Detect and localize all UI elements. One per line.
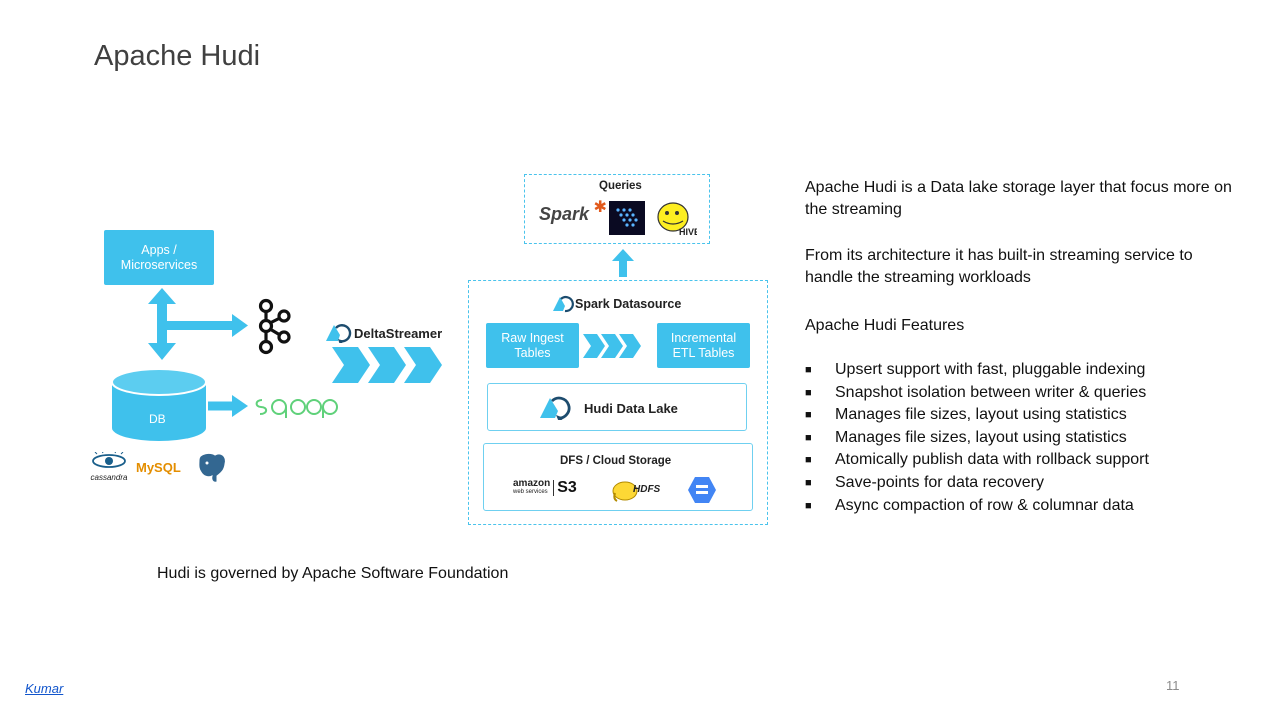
bullet-icon: ■ bbox=[805, 476, 812, 489]
feature-text: Async compaction of row & columnar data bbox=[835, 496, 1134, 514]
slide-title: Apache Hudi bbox=[94, 40, 261, 72]
feature-text: Upsert support with fast, pluggable inde… bbox=[835, 361, 1146, 378]
deltastreamer-chevrons bbox=[332, 347, 442, 383]
sqoop-icon bbox=[255, 399, 338, 418]
sqoop-arrow bbox=[208, 395, 248, 417]
list-item: ■ Async compaction of row & columnar data bbox=[805, 495, 1149, 518]
elephant-icon bbox=[612, 481, 638, 502]
spark-datasource-label: Spark Datasource bbox=[575, 297, 682, 311]
amazon-label: amazon bbox=[513, 478, 551, 489]
mysql-logo: MySQL bbox=[136, 460, 181, 475]
hudi-data-lake-label: Hudi Data Lake bbox=[584, 400, 678, 416]
list-item: ■ Upsert support with fast, pluggable ind… bbox=[805, 359, 1149, 382]
bullet-icon: ■ bbox=[805, 499, 812, 512]
apps-box: Apps / Microservices bbox=[104, 230, 214, 285]
description-para-1: Apache Hudi is a Data lake storage layer… bbox=[805, 179, 1232, 218]
hudi-data-lake-box: Hudi Data Lake bbox=[487, 383, 747, 431]
feature-text: Snapshot isolation between writer & quer… bbox=[835, 383, 1147, 401]
hudi-container: Spark Datasource Raw Ingest Tables Incre… bbox=[468, 280, 768, 525]
cassandra-label: cassandra bbox=[90, 473, 128, 482]
features-heading: Apache Hudi Features bbox=[805, 317, 965, 334]
author-link[interactable]: Kumar bbox=[25, 681, 64, 696]
governance-note: Hudi is governed by Apache Software Foun… bbox=[157, 565, 509, 582]
svg-text:HIVE: HIVE bbox=[679, 227, 697, 237]
bullet-icon: ■ bbox=[805, 364, 812, 376]
deltastreamer-header: DeltaStreamer bbox=[324, 323, 442, 343]
spark-star-icon: ✱ bbox=[593, 199, 607, 216]
feature-text: Save-points for data recovery bbox=[835, 473, 1044, 491]
hudi-icon bbox=[553, 296, 574, 313]
list-item: ■ Save-points for data recovery bbox=[805, 472, 1149, 495]
bullet-icon: ■ bbox=[805, 454, 812, 467]
list-item: ■ Manages file sizes, layout using statis… bbox=[805, 427, 1149, 450]
kafka-icon bbox=[258, 298, 291, 355]
incremental-label: Incremental ETL Tables bbox=[670, 330, 737, 360]
db-label: DB bbox=[149, 412, 166, 426]
aws-label: web services bbox=[513, 489, 548, 495]
postgresql-icon bbox=[198, 452, 226, 483]
raw-ingest-box: Raw Ingest Tables bbox=[486, 323, 579, 368]
bullet-icon: ■ bbox=[805, 409, 812, 422]
db-cylinder bbox=[111, 368, 207, 441]
bullet-icon: ■ bbox=[805, 431, 812, 444]
queries-box: Queries Spark ✱ HIVE bbox=[524, 174, 710, 244]
list-item: ■ Snapshot isolation between writer & que… bbox=[805, 382, 1149, 405]
deltastreamer-label: DeltaStreamer bbox=[354, 325, 443, 341]
architecture-diagram: Apps / Microservices DB bbox=[0, 0, 800, 560]
mysql-label: MySQL bbox=[136, 460, 181, 475]
list-item: ■ Atomically publish data with rollback s… bbox=[805, 449, 1149, 472]
feature-text: Manages file sizes, layout using statist… bbox=[835, 406, 1127, 424]
queries-label: Queries bbox=[599, 180, 642, 192]
description-para-2: From its architecture it has built-in st… bbox=[805, 247, 1193, 286]
connector-arrows bbox=[148, 288, 248, 360]
hdfs-label: HDFS bbox=[633, 484, 661, 495]
feature-text: Manages file sizes, layout using statist… bbox=[835, 428, 1127, 446]
list-item: ■ Manages file sizes, layout using statis… bbox=[805, 404, 1149, 427]
hive-icon: HIVE bbox=[657, 202, 697, 237]
spark-logo: Spark ✱ bbox=[539, 199, 607, 225]
bullet-icon: ■ bbox=[805, 386, 812, 399]
hudi-icon bbox=[326, 324, 352, 343]
hudi-icon bbox=[540, 396, 571, 420]
cassandra-logo: cassandra bbox=[88, 450, 130, 482]
presto-icon bbox=[609, 201, 645, 235]
incremental-etl-box: Incremental ETL Tables bbox=[657, 323, 750, 368]
dfs-box: DFS / Cloud Storage amazon web services … bbox=[483, 443, 753, 511]
spark-label: Spark bbox=[539, 204, 590, 224]
page-number: 11 bbox=[1166, 678, 1180, 693]
aws-s3-logo: amazon web services S3 bbox=[513, 479, 577, 497]
s3-label: S3 bbox=[557, 479, 577, 496]
hdfs-logo: HDFS bbox=[611, 479, 663, 508]
dfs-label: DFS / Cloud Storage bbox=[560, 455, 672, 467]
raw-ingest-label: Raw Ingest Tables bbox=[501, 330, 564, 360]
features-list: ■ Upsert support with fast, pluggable ind… bbox=[805, 359, 1149, 517]
eye-icon bbox=[92, 450, 126, 468]
spark-datasource-header: Spark Datasource bbox=[551, 295, 681, 313]
etl-chevrons bbox=[583, 334, 641, 358]
apps-label: Apps / Microservices bbox=[120, 242, 198, 272]
hudi-data-lake-content: Hudi Data Lake bbox=[538, 396, 678, 420]
feature-text: Atomically publish data with rollback su… bbox=[835, 451, 1149, 469]
up-arrow bbox=[612, 249, 634, 277]
google-cloud-storage-icon bbox=[688, 477, 716, 503]
